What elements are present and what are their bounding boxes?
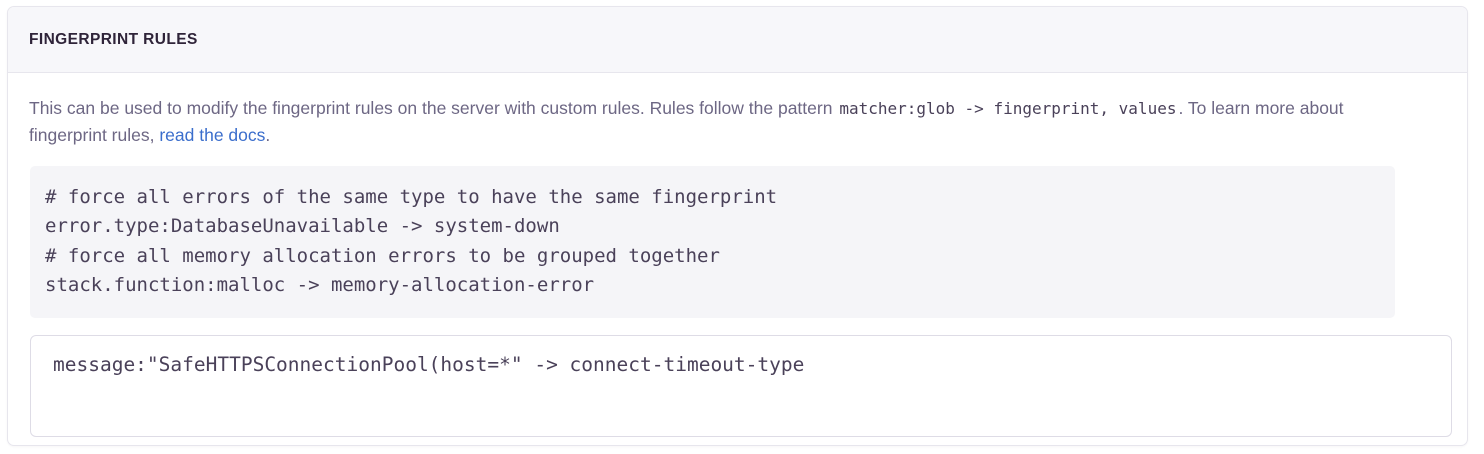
code-line: # force all memory allocation errors to … <box>45 244 720 267</box>
page-title: FINGERPRINT RULES <box>29 30 198 48</box>
description-text-before-code: This can be used to modify the fingerpri… <box>29 98 838 118</box>
fingerprint-rules-panel: FINGERPRINT RULES This can be used to mo… <box>7 6 1468 446</box>
description-text-end: . <box>265 125 271 146</box>
code-line: stack.function:malloc -> memory-allocati… <box>45 274 595 297</box>
code-line: error.type:DatabaseUnavailable -> system… <box>45 215 560 238</box>
panel-header: FINGERPRINT RULES <box>8 7 1467 73</box>
description-text: This can be used to modify the fingerpri… <box>29 95 1394 150</box>
inline-code-pattern: matcher:glob -> fingerprint, values <box>839 99 1177 118</box>
example-code-block: # force all errors of the same type to h… <box>30 165 1395 318</box>
description-text-after-code: . To learn more about fingerprint rules, <box>29 98 1344 146</box>
read-the-docs-link[interactable]: read the docs <box>159 125 266 146</box>
panel-body: This can be used to modify the fingerpri… <box>8 73 1467 437</box>
fingerprint-rules-input[interactable] <box>30 334 1452 437</box>
code-line: # force all errors of the same type to h… <box>45 185 778 208</box>
